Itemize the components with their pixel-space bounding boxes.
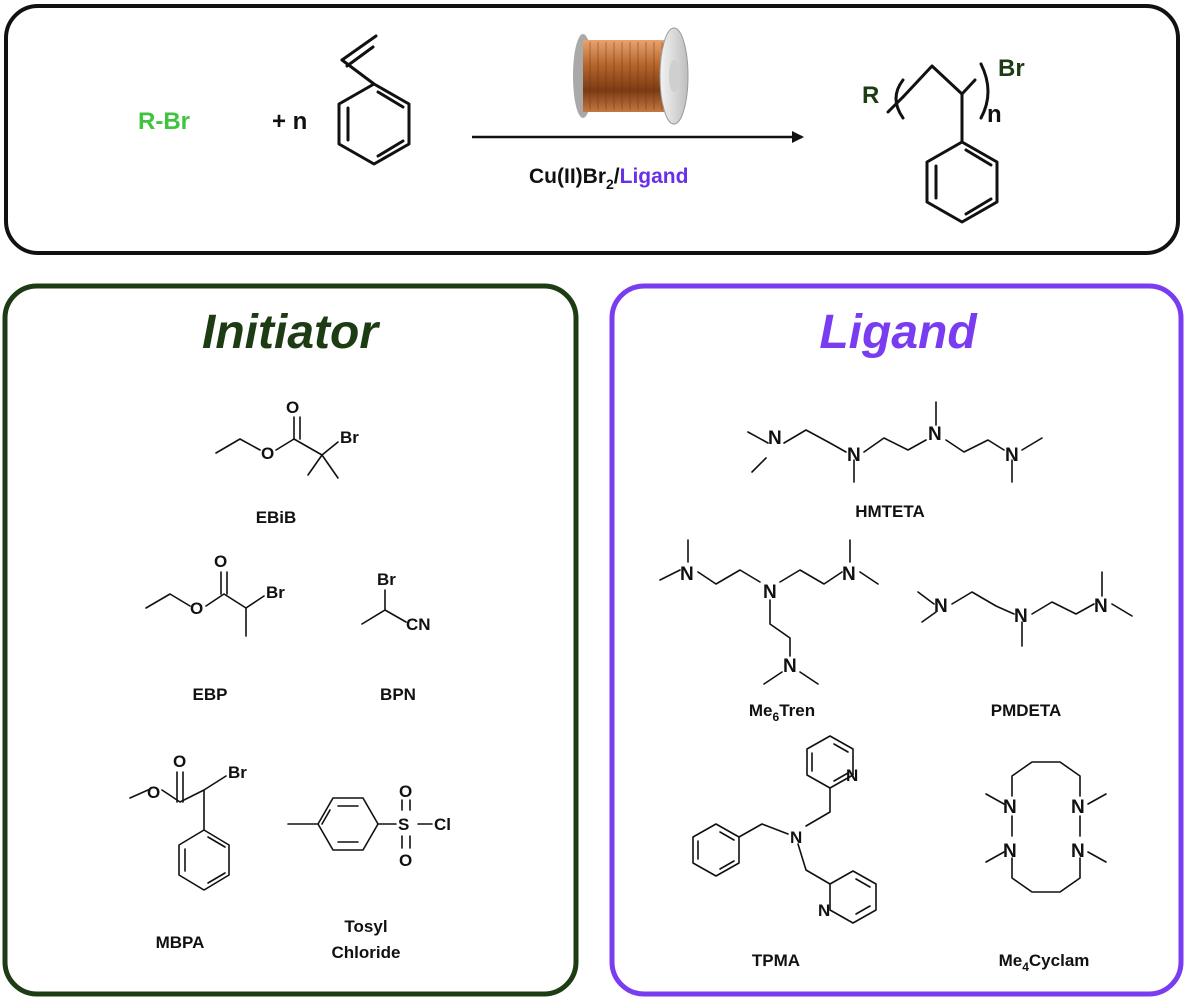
product-br-label: Br [998, 55, 1025, 82]
me6tren-label: Me6Tren [749, 701, 815, 724]
svg-text:N: N [1014, 606, 1028, 627]
svg-text:Br: Br [266, 583, 285, 602]
svg-text:O: O [147, 783, 160, 802]
ebp-label: EBP [193, 685, 228, 704]
tpma-structure: N N N [692, 735, 877, 924]
initiator-panel: Initiator O O Br EBiB O O Br EBP [2, 283, 579, 997]
svg-text:N: N [1003, 797, 1017, 818]
reactant-initiator-label: R-Br [138, 108, 190, 135]
hmteta-label: HMTETA [855, 502, 925, 521]
reaction-panel-frame [4, 4, 1180, 255]
svg-text:N: N [928, 424, 942, 445]
svg-text:Cl: Cl [434, 815, 451, 834]
svg-text:N: N [842, 564, 856, 585]
svg-text:Br: Br [340, 428, 359, 447]
ligand-panel: Ligand N N N N HMTETA [609, 283, 1184, 997]
me4cyclam-structure: N N N N [985, 761, 1107, 893]
product-r-label: R [862, 82, 879, 109]
svg-text:CN: CN [406, 615, 431, 634]
ebib-structure: O O Br [215, 398, 359, 479]
catalyst-slash: / [614, 165, 620, 188]
svg-text:O: O [399, 782, 412, 801]
tosyl-chloride-label-line1: Tosyl [344, 917, 387, 936]
svg-text:N: N [1071, 841, 1085, 862]
initiator-panel-title: Initiator [202, 306, 380, 359]
catalyst-cu-label: Cu(II)Br [529, 165, 606, 188]
ligand-panel-title: Ligand [819, 306, 978, 359]
svg-text:Br: Br [377, 570, 396, 589]
svg-text:N: N [680, 564, 694, 585]
bpn-structure: Br CN [361, 570, 431, 634]
svg-text:N: N [768, 428, 782, 449]
svg-text:O: O [286, 398, 299, 417]
svg-text:O: O [173, 752, 186, 771]
svg-text:N: N [847, 445, 861, 466]
tosyl-chloride-label-line2: Chloride [332, 943, 401, 962]
initiator-panel-frame [2, 283, 579, 997]
tosyl-chloride-structure: O S O Cl [287, 782, 451, 870]
catalyst-subscript: 2 [606, 176, 614, 192]
svg-text:O: O [190, 599, 203, 618]
reactant-plus-n-label: + n [272, 108, 307, 135]
ebp-structure: O O Br [145, 552, 285, 637]
pmdeta-structure: N N N [917, 571, 1133, 647]
svg-text:S: S [398, 815, 409, 834]
catalyst-label: Cu(II)Br2/Ligand [529, 165, 688, 192]
svg-text:O: O [261, 444, 274, 463]
svg-text:N: N [1071, 797, 1085, 818]
svg-text:N: N [1005, 445, 1019, 466]
svg-text:Br: Br [228, 763, 247, 782]
svg-text:O: O [399, 851, 412, 870]
bpn-label: BPN [380, 685, 416, 704]
mbpa-structure: O O Br [129, 752, 247, 891]
svg-text:N: N [790, 828, 802, 847]
svg-text:N: N [1094, 596, 1108, 617]
me6tren-structure: N N N N [659, 539, 879, 685]
ligand-panel-frame [609, 283, 1184, 997]
svg-text:N: N [1003, 841, 1017, 862]
polystyrene-product-structure [886, 62, 999, 224]
svg-text:N: N [846, 766, 858, 785]
tpma-label: TPMA [752, 951, 800, 970]
ebib-label: EBiB [256, 508, 297, 527]
me4cyclam-label: Me4Cyclam [999, 951, 1090, 974]
copper-wire-spool-image [573, 27, 689, 125]
mbpa-label: MBPA [156, 933, 205, 952]
styrene-monomer-structure [337, 34, 411, 166]
svg-text:N: N [818, 901, 830, 920]
product-n-label: n [987, 101, 1002, 128]
reaction-panel: R-Br + n Cu( [4, 4, 1180, 255]
catalyst-ligand-label: Ligand [620, 165, 689, 188]
svg-text:N: N [934, 596, 948, 617]
pmdeta-label: PMDETA [991, 701, 1062, 720]
svg-text:N: N [763, 582, 777, 603]
svg-text:O: O [214, 552, 227, 571]
svg-text:N: N [783, 656, 797, 677]
hmteta-structure: N N N N [747, 401, 1043, 483]
